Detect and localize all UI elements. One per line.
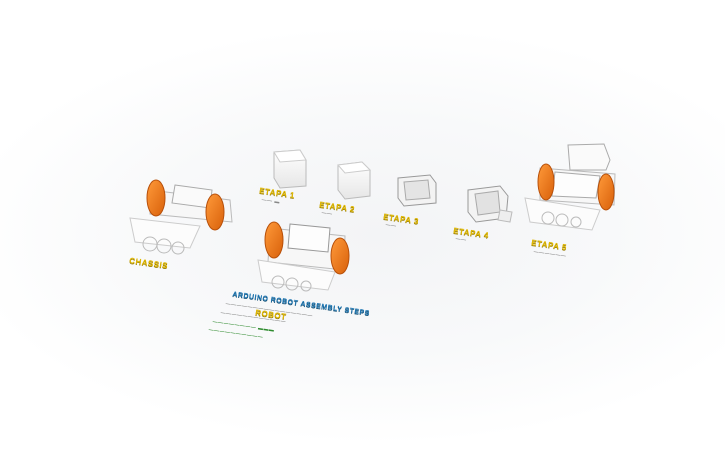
chassis-model[interactable] (129, 179, 233, 255)
step1-model[interactable] (273, 149, 307, 189)
step2-model[interactable] (337, 161, 372, 200)
step3-model[interactable] (397, 174, 437, 207)
assembly-model[interactable] (257, 221, 350, 292)
step4-model[interactable] (467, 185, 513, 223)
step5-model[interactable] (524, 143, 616, 231)
